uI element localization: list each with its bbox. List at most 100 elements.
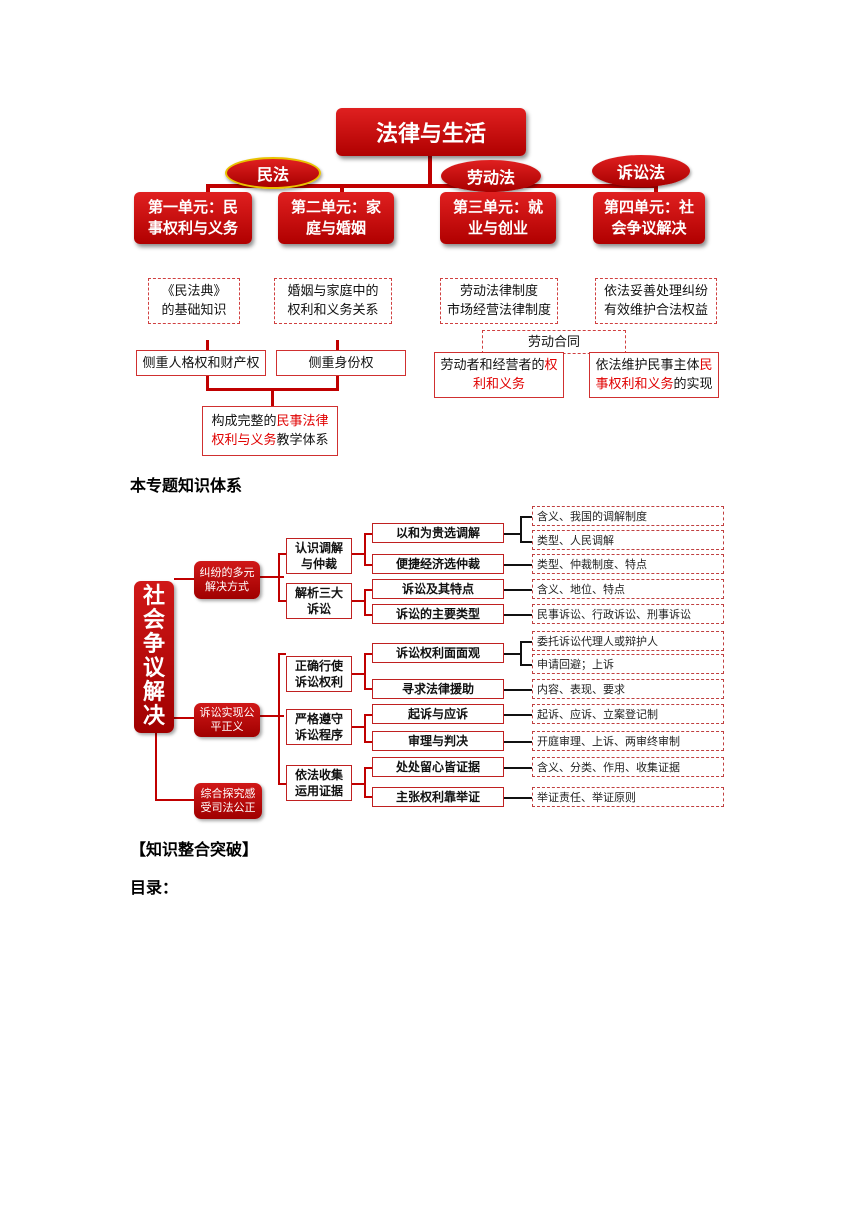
litigation-rights-prefix: 依法维护民事主体 [595, 358, 700, 373]
unit-3-line1: 第三单元：就 [452, 198, 543, 216]
summary-box: 构成完整的民事法律 权利与义务教学体系 [202, 406, 338, 456]
civil-law-tag: 民法 [225, 157, 321, 189]
topic-3-line2: 市场经营法律制度 [446, 303, 551, 318]
level2-line: 诉讼权利 [294, 675, 343, 689]
level3-node: 诉讼及其特点 [372, 579, 504, 599]
level2-line: 运用证据 [294, 784, 343, 798]
topic-2-box: 婚姻与家庭中的 权利和义务关系 [274, 278, 392, 324]
topic-2-line1: 婚姻与家庭中的 [287, 284, 379, 299]
level4-node: 开庭审理、上诉、两审终审制 [532, 731, 724, 751]
topic-4-line1: 依法妥善处理纠纷 [603, 284, 708, 299]
unit-1-line1: 第一单元：民 [147, 198, 238, 216]
level3-node: 处处留心皆证据 [372, 757, 504, 777]
root-char: 议 [142, 656, 165, 681]
litigation-rights-red1: 民 [699, 358, 713, 373]
topic-3-box: 劳动法律制度 市场经营法律制度 [440, 278, 558, 324]
law-and-life-diagram: 法律与生活 民法 劳动法 诉讼法 第一单元：民 事权利与义务 第二单元：家 庭与… [130, 100, 730, 460]
root-char: 社 [142, 584, 165, 609]
focus-personal-property-box: 侧重人格权和财产权 [136, 350, 266, 376]
root-char: 争 [142, 632, 165, 657]
labor-rights-red2: 利和义务 [472, 377, 525, 392]
level2-line: 认识调解 [294, 541, 343, 555]
unit-4-line1: 第四单元：社 [603, 198, 694, 216]
unit-3-line2: 业与创业 [467, 219, 528, 237]
summary-red1: 民事法律 [276, 414, 329, 429]
level4-node: 起诉、应诉、立案登记制 [532, 704, 724, 724]
labor-rights-box: 劳动者和经营者的权 利和义务 [434, 352, 564, 398]
level4-node: 委托诉讼代理人或辩护人 [532, 631, 724, 651]
focus-identity-box: 侧重身份权 [276, 350, 406, 376]
summary-prefix: 构成完整的 [211, 414, 277, 429]
level3-node: 以和为贵选调解 [372, 523, 504, 543]
level1-node: 诉讼实现公 平正义 [194, 703, 260, 737]
level3-node: 诉讼的主要类型 [372, 604, 504, 624]
unit-4-box: 第四单元：社 会争议解决 [593, 192, 705, 244]
topic-1-box: 《民法典》 的基础知识 [148, 278, 240, 324]
level2-line: 诉讼程序 [294, 728, 343, 742]
level2-node: 严格遵守 诉讼程序 [286, 709, 352, 745]
topic-2-line2: 权利和义务关系 [287, 303, 379, 318]
unit-3-box: 第三单元：就 业与创业 [440, 192, 556, 244]
level3-node: 主张权利靠举证 [372, 787, 504, 807]
level1-line: 受司法公正 [200, 801, 256, 814]
level1-line: 解决方式 [205, 580, 249, 593]
level1-line: 纠纷的多元 [199, 566, 255, 579]
level2-line: 与仲裁 [300, 557, 337, 571]
level1-node: 纠纷的多元 解决方式 [194, 561, 260, 599]
level3-node: 便捷经济选仲裁 [372, 554, 504, 574]
level4-node: 类型、仲裁制度、特点 [532, 554, 724, 574]
litigation-rights-box: 依法维护民事主体民 事权利和义务的实现 [589, 352, 719, 398]
litigation-law-tag: 诉讼法 [592, 155, 690, 187]
diagram-title: 法律与生活 [336, 108, 526, 156]
level2-line: 解析三大 [294, 586, 343, 600]
labor-rights-red1: 权 [544, 358, 558, 373]
dispute-resolution-mindmap: 社 会 争 议 解 决 纠纷的多元 解决方式 诉讼实现公 平正义 综合探究感 受… [130, 503, 730, 825]
unit-4-line2: 会争议解决 [611, 219, 687, 237]
unit-2-box: 第二单元：家 庭与婚姻 [278, 192, 394, 244]
summary-red2: 权利与义务 [211, 433, 277, 448]
topic-3-line1: 劳动法律制度 [459, 284, 538, 299]
section-heading-toc: 目录： [130, 878, 179, 897]
level4-node: 含义、我国的调解制度 [532, 506, 724, 526]
level3-node: 诉讼权利面面观 [372, 643, 504, 663]
summary-suffix: 教学体系 [276, 433, 329, 448]
level1-line: 诉讼实现公 [199, 706, 255, 719]
level2-node: 依法收集 运用证据 [286, 765, 352, 801]
level1-node: 综合探究感 受司法公正 [194, 783, 262, 819]
section-heading-knowledge-system: 本专题知识体系 [130, 476, 243, 495]
topic-1-line1: 《民法典》 [161, 284, 227, 299]
level4-node: 举证责任、举证原则 [532, 787, 724, 807]
topic-1-line2: 的基础知识 [161, 303, 227, 318]
level2-line: 依法收集 [294, 768, 343, 782]
level3-node: 审理与判决 [372, 731, 504, 751]
section-heading-integration: 【知识整合突破】 [130, 840, 259, 859]
level2-node: 解析三大 诉讼 [286, 583, 352, 619]
unit-2-line1: 第二单元：家 [290, 198, 381, 216]
level4-node: 含义、地位、特点 [532, 579, 724, 599]
level2-line: 诉讼 [306, 602, 331, 616]
level4-node: 申请回避；上诉 [532, 654, 724, 674]
level3-node: 寻求法律援助 [372, 679, 504, 699]
root-char: 会 [142, 608, 165, 633]
unit-1-line2: 事权利与义务 [147, 219, 238, 237]
level4-node: 民事诉讼、行政诉讼、刑事诉讼 [532, 604, 724, 624]
litigation-rights-red2: 事权利和义务 [595, 377, 674, 392]
labor-contract-box: 劳动合同 [482, 330, 626, 354]
labor-law-tag: 劳动法 [441, 160, 541, 192]
root-char: 解 [142, 680, 165, 705]
level3-node: 起诉与应诉 [372, 704, 504, 724]
unit-2-line2: 庭与婚姻 [305, 219, 366, 237]
root-node: 社 会 争 议 解 决 [134, 581, 174, 733]
level2-node: 认识调解 与仲裁 [286, 538, 352, 574]
level4-node: 类型、人民调解 [532, 530, 724, 550]
root-char: 决 [142, 704, 165, 729]
labor-rights-prefix: 劳动者和经营者的 [440, 358, 545, 373]
level2-node: 正确行使 诉讼权利 [286, 656, 352, 692]
topic-4-line2: 有效维护合法权益 [603, 303, 708, 318]
level2-line: 正确行使 [294, 659, 343, 673]
unit-1-box: 第一单元：民 事权利与义务 [134, 192, 252, 244]
litigation-rights-suffix: 的实现 [673, 377, 713, 392]
level4-node: 含义、分类、作用、收集证据 [532, 757, 724, 777]
level1-line: 平正义 [210, 720, 244, 733]
level2-line: 严格遵守 [294, 712, 343, 726]
